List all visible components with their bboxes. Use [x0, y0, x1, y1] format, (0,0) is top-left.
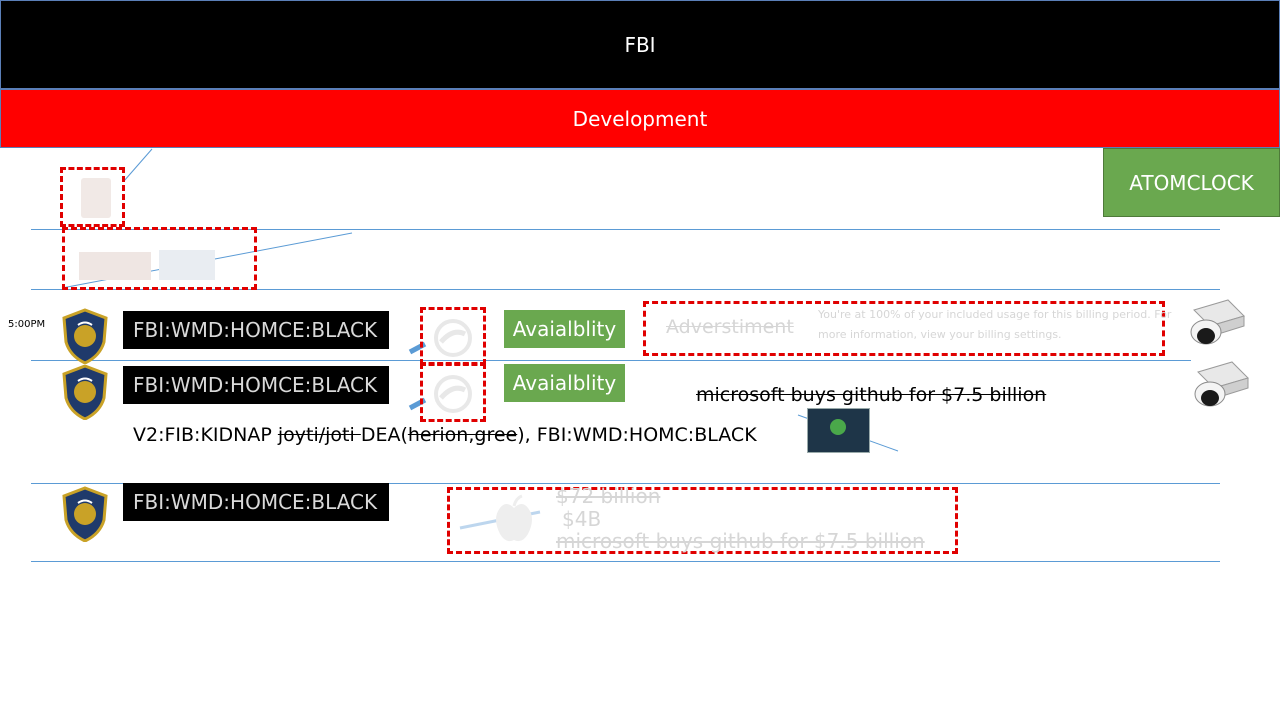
advertisement-box[interactable]: Adverstiment You're at 100% of your incl…	[643, 301, 1171, 356]
divider	[31, 229, 1220, 230]
divider	[31, 561, 1220, 562]
group-photo-thumbnail	[79, 252, 151, 280]
billing-notice-line1: You're at 100% of your included usage fo…	[818, 308, 1172, 321]
time-label: 5:00PM	[8, 319, 46, 330]
availability-button[interactable]: Avaialblity	[504, 364, 625, 402]
divider	[31, 360, 1191, 361]
police-badge-icon	[60, 308, 110, 364]
case-tag[interactable]: FBI:WMD:HOMCE:BLACK	[123, 311, 389, 349]
billing-notice-line2: more information, view your billing sett…	[818, 328, 1062, 341]
atomclock-button[interactable]: ATOMCLOCK	[1103, 148, 1280, 217]
security-camera-icon	[1186, 296, 1246, 350]
police-badge-icon	[60, 486, 110, 542]
apple-logo-icon	[496, 494, 532, 542]
case-tag[interactable]: FBI:WMD:HOMCE:BLACK	[123, 366, 389, 404]
atomclock-label: ATOMCLOCK	[1129, 170, 1254, 195]
case-description: V2:FIB:KIDNAP joyti/joti DEA(herion,gree…	[133, 424, 757, 446]
development-title: Development	[572, 106, 708, 131]
police-badge-icon	[60, 364, 110, 420]
availability-button[interactable]: Avaialblity	[504, 310, 625, 348]
header-title: FBI	[624, 32, 656, 57]
headline-text: microsoft buys github for $7.5 billion	[696, 384, 1047, 406]
github-icon	[434, 375, 472, 413]
github-logo-frame[interactable]	[420, 307, 486, 365]
green-logo-icon	[830, 419, 846, 435]
amount-text: $4B	[562, 507, 602, 531]
case-prefix: V2:FIB:KIDNAP	[133, 424, 278, 446]
logo-thumbnail	[807, 408, 870, 453]
github-icon	[434, 319, 472, 357]
development-bar: Development	[0, 89, 1280, 148]
valuation-text: $72 billion	[556, 484, 661, 508]
security-camera-icon	[1190, 358, 1250, 412]
faded-news-panel[interactable]: $72 billion $4B microsoft buys github fo…	[447, 484, 958, 554]
photo-thumbnail	[159, 250, 215, 280]
top-header-bar: FBI	[0, 0, 1280, 89]
struck-names: joyti/joti	[277, 424, 361, 446]
faded-headline-text: microsoft buys github for $7.5 billion	[556, 529, 925, 553]
dea-label: DEA(	[360, 424, 408, 446]
group-photo-frame[interactable]	[62, 227, 257, 290]
divider	[31, 289, 1220, 290]
advertisement-label: Adverstiment	[666, 316, 794, 338]
portrait-thumbnail-frame[interactable]	[60, 167, 125, 227]
portrait-thumbnail	[81, 178, 111, 218]
divider	[31, 483, 1220, 484]
case-tag[interactable]: FBI:WMD:HOMCE:BLACK	[123, 483, 389, 521]
case-suffix: ), FBI:WMD:HOMC:BLACK	[517, 424, 757, 446]
struck-substances: herion,gree	[407, 424, 518, 446]
github-logo-frame[interactable]	[420, 363, 486, 422]
